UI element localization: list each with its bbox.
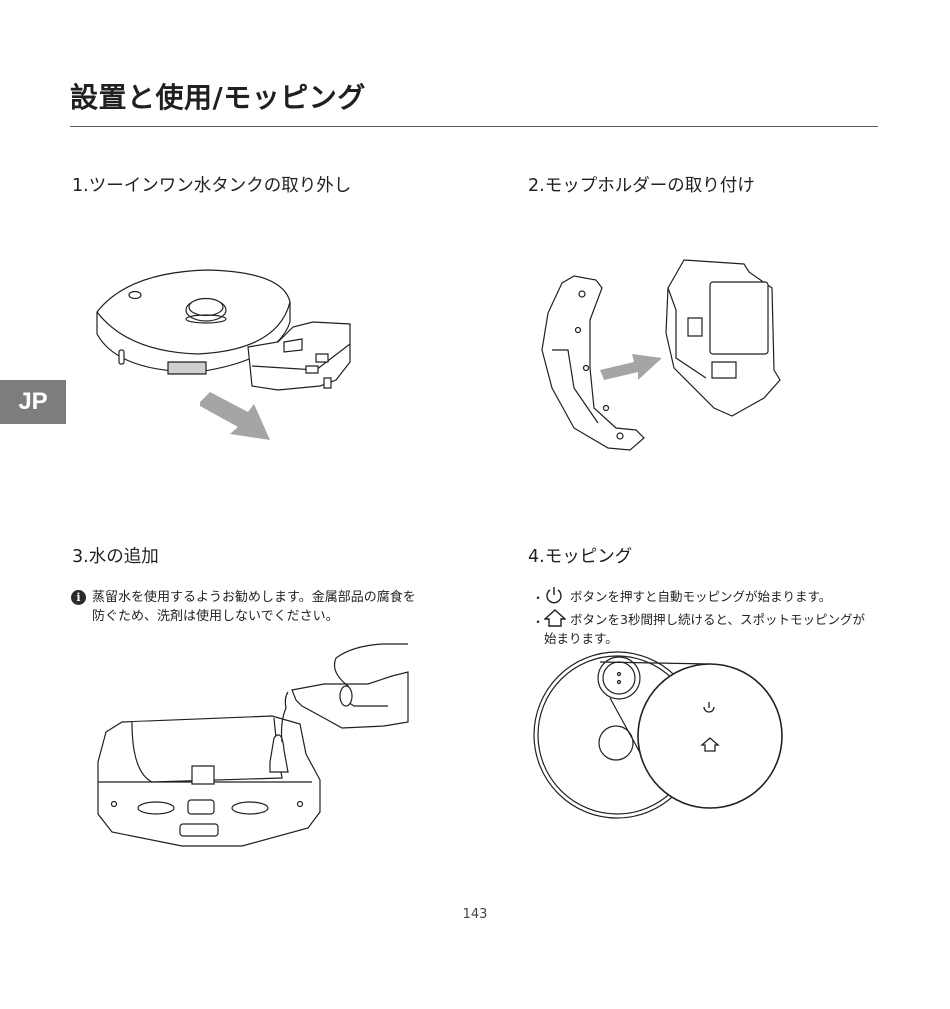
info-icon: i (71, 590, 86, 605)
section-3-heading: 3.水の追加 (72, 543, 159, 568)
water-note-line-2: 防ぐため、洗剤は使用しないでください。 (92, 607, 339, 626)
section-2-heading: 2.モップホルダーの取り付け (528, 172, 755, 197)
mopping-bullet-1-text: ボタンを押すと自動モッピングが始まります。 (570, 587, 831, 606)
mopping-bullet-2-text-line-1: ボタンを3秒間押し続けると、スポットモッピングが (570, 610, 865, 629)
title-divider (70, 126, 878, 127)
section-4-heading: 4.モッピング (528, 543, 632, 568)
mopping-bullet-2-text-line-2: 始まります。 (544, 629, 618, 648)
bullet-dot: ・ (532, 589, 544, 606)
adding-water-illustration (92, 632, 422, 852)
robot-tank-removal-illustration (88, 262, 363, 447)
water-note-line-1: 蒸留水を使用するようお勧めします。金属部品の腐食を (92, 588, 416, 607)
home-icon (544, 608, 566, 628)
section-1-heading: 1.ツーインワン水タンクの取り外し (72, 172, 351, 197)
bullet-dot: ・ (532, 613, 544, 630)
robot-buttons-zoom-illustration (532, 650, 794, 830)
language-tab: JP (0, 380, 66, 424)
page-title: 設置と使用/モッピング (70, 76, 366, 116)
mop-holder-attach-illustration (534, 258, 784, 458)
power-icon (544, 585, 564, 605)
page-number: 143 (0, 907, 950, 922)
